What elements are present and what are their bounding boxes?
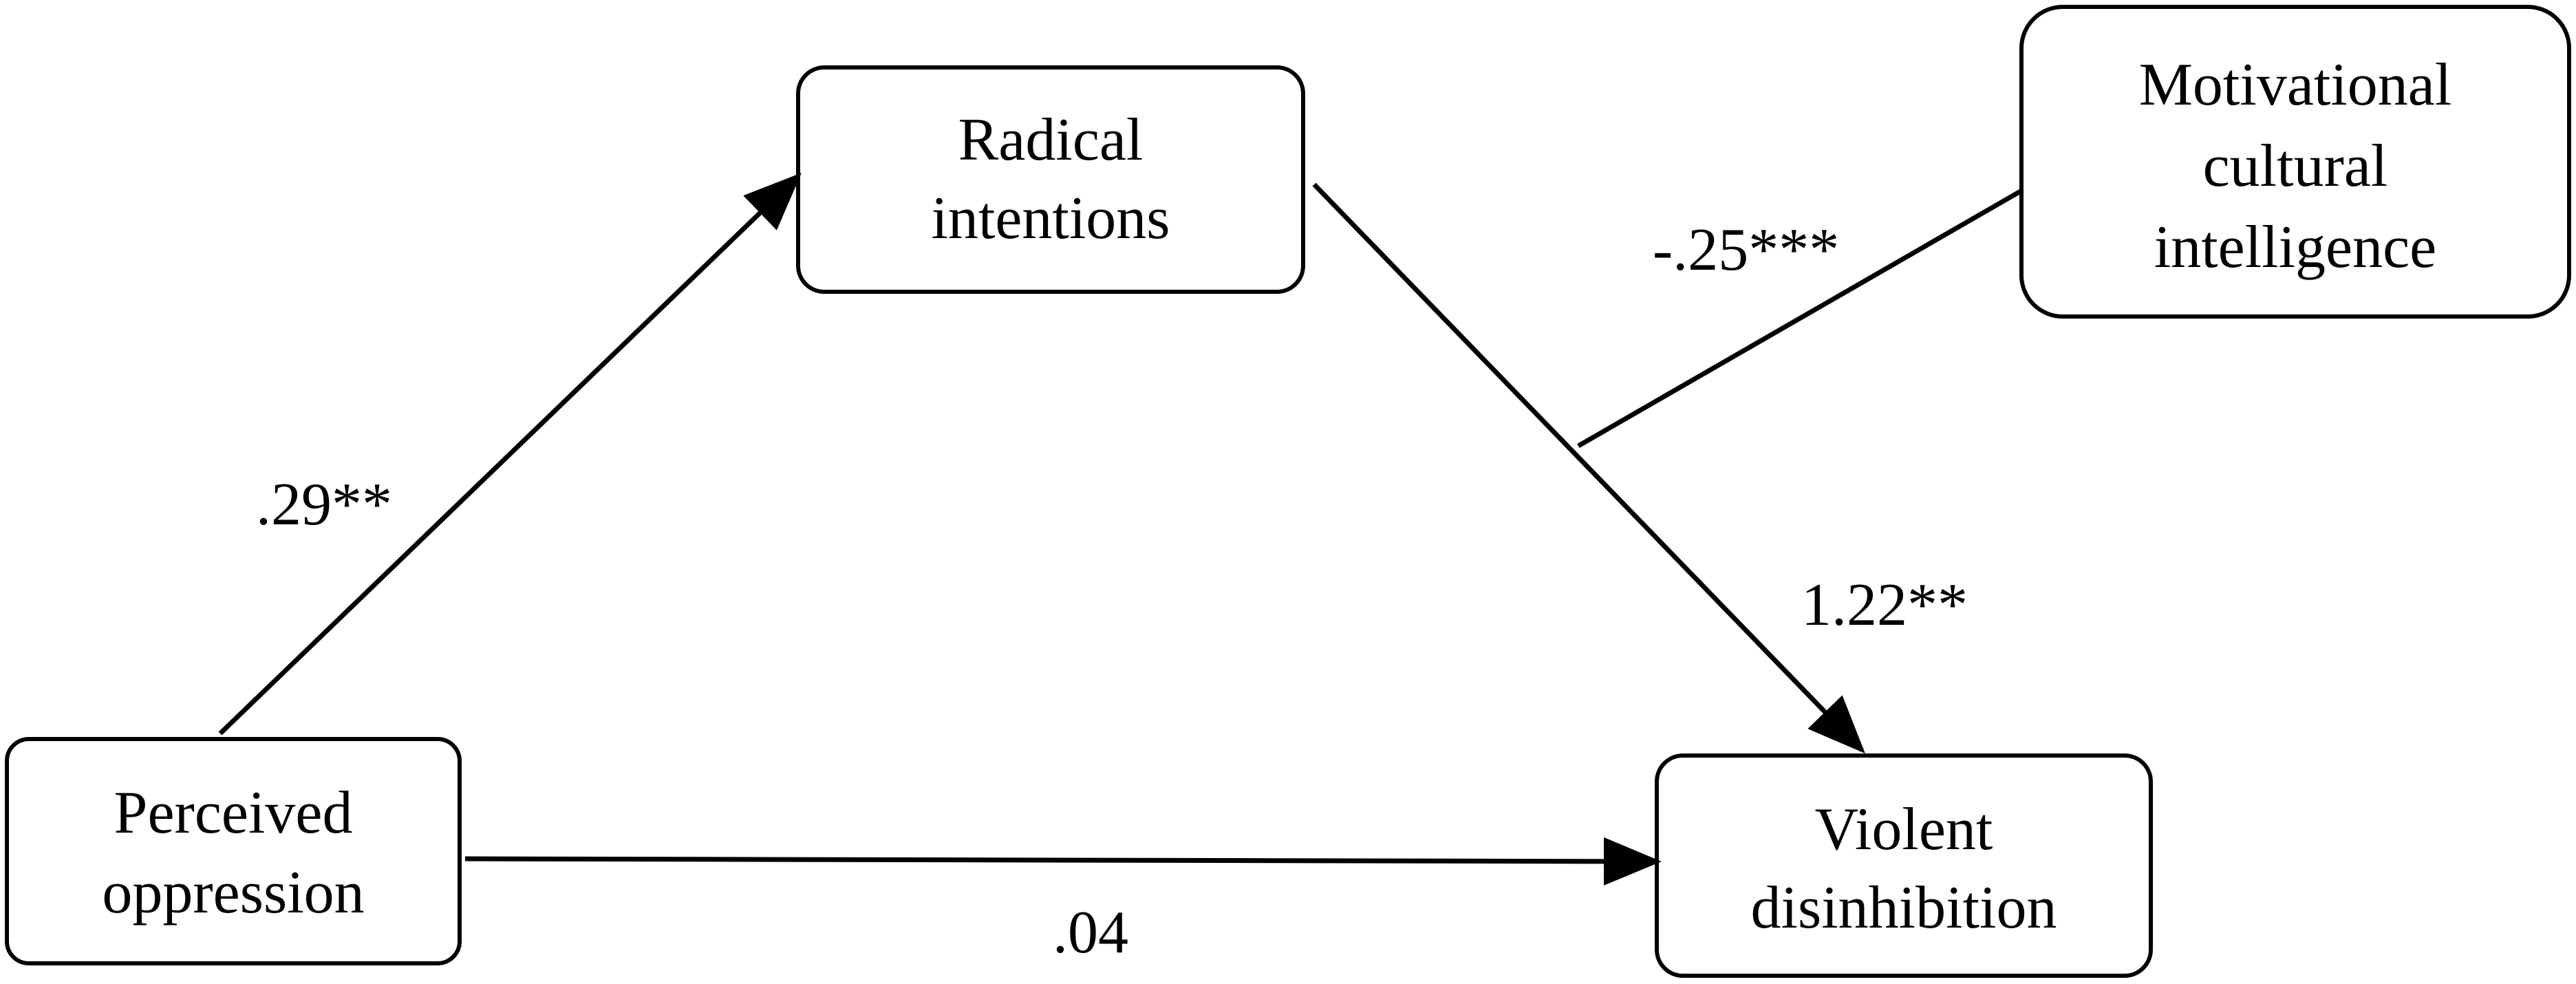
node-motivational-cultural-intelligence: Motivational cultural intelligence xyxy=(2019,5,2571,319)
moderation-line xyxy=(1577,187,2024,449)
path-b-coefficient: 1.22** xyxy=(1801,572,1968,639)
motivational-cultural-intelligence-box xyxy=(2019,5,2571,319)
motivational-label-line3: intelligence xyxy=(2154,214,2436,281)
motivational-label-line2: cultural xyxy=(2203,133,2388,200)
node-violent-disinhibition: Violent disinhibition xyxy=(1655,753,2153,978)
path-c-arrow xyxy=(464,837,1662,886)
radical-intentions-box xyxy=(796,65,1305,294)
perceived-oppression-box xyxy=(5,737,462,965)
node-radical-intentions: Radical intentions xyxy=(796,65,1305,294)
violent-disinhibition-label-line2: disinhibition xyxy=(1751,875,2057,941)
perceived-oppression-label-line2: oppression xyxy=(102,859,364,926)
path-b-arrow xyxy=(1312,182,1865,754)
path-a-coefficient: .29** xyxy=(256,471,392,538)
radical-intentions-label-line1: Radical xyxy=(958,107,1144,173)
moderation-coefficient: -.25*** xyxy=(1653,217,1839,284)
violent-disinhibition-label-line1: Violent xyxy=(1815,796,1993,863)
node-perceived-oppression: Perceived oppression xyxy=(5,737,462,965)
motivational-label-line1: Motivational xyxy=(2139,52,2452,118)
path-c-coefficient: .04 xyxy=(1053,899,1128,966)
perceived-oppression-label-line1: Perceived xyxy=(114,780,353,846)
radical-intentions-label-line2: intentions xyxy=(931,185,1170,252)
path-a-arrow xyxy=(218,173,802,736)
violent-disinhibition-box xyxy=(1655,753,2153,978)
